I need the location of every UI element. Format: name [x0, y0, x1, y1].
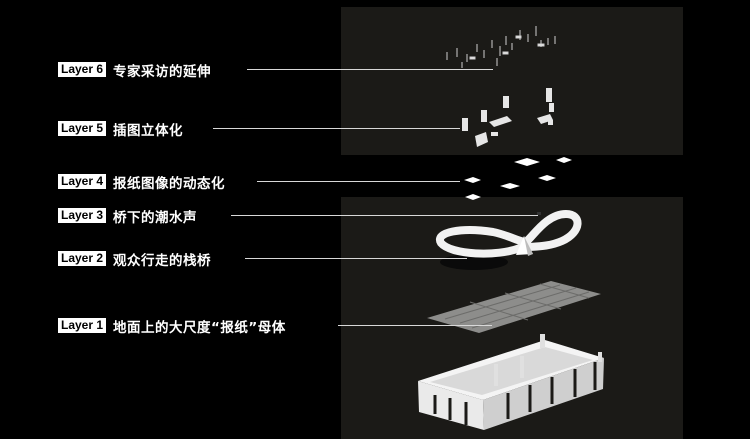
layer-label-6: Layer 6 专家采访的延伸 [58, 61, 212, 80]
layer-label-2: Layer 2 观众行走的栈桥 [58, 250, 212, 269]
layer5-3d-figures [462, 88, 554, 147]
layer-tag: Layer 2 [58, 251, 107, 266]
layer-label-4: Layer 4 报纸图像的动态化 [58, 173, 226, 192]
layer1-newspaper-plane [427, 281, 601, 333]
layer4-newspaper-sheets [464, 157, 572, 200]
layer-tag: Layer 3 [58, 208, 107, 223]
render-panel-top [341, 7, 683, 155]
layer-title: 专家采访的延伸 [113, 63, 212, 80]
layer-title: 报纸图像的动态化 [113, 175, 226, 192]
leader-line-layer3 [231, 215, 538, 216]
layer-title: 桥下的潮水声 [113, 209, 198, 226]
leader-line-layer6 [247, 69, 493, 70]
layer-tag: Layer 4 [58, 174, 107, 189]
layer-label-3: Layer 3 桥下的潮水声 [58, 207, 198, 226]
layer-title: 观众行走的栈桥 [113, 252, 212, 269]
layer-title: 地面上的大尺度“报纸”母体 [113, 319, 286, 336]
leader-line-layer4 [257, 181, 460, 182]
layer-label-1: Layer 1 地面上的大尺度“报纸”母体 [58, 317, 286, 336]
leader-line-layer5 [213, 128, 460, 129]
layer1-base-structure [418, 334, 604, 430]
layer-tag: Layer 1 [58, 318, 107, 333]
layer-tag: Layer 5 [58, 121, 107, 136]
layer-tag: Layer 6 [58, 62, 107, 77]
leader-line-layer2 [245, 258, 467, 259]
layer-label-5: Layer 5 插图立体化 [58, 120, 184, 139]
leader-line-layer1 [338, 325, 492, 326]
layer2-3-bridge-loop [435, 210, 582, 270]
layer-title: 插图立体化 [113, 122, 184, 139]
layer6-interview-figures [446, 26, 556, 68]
